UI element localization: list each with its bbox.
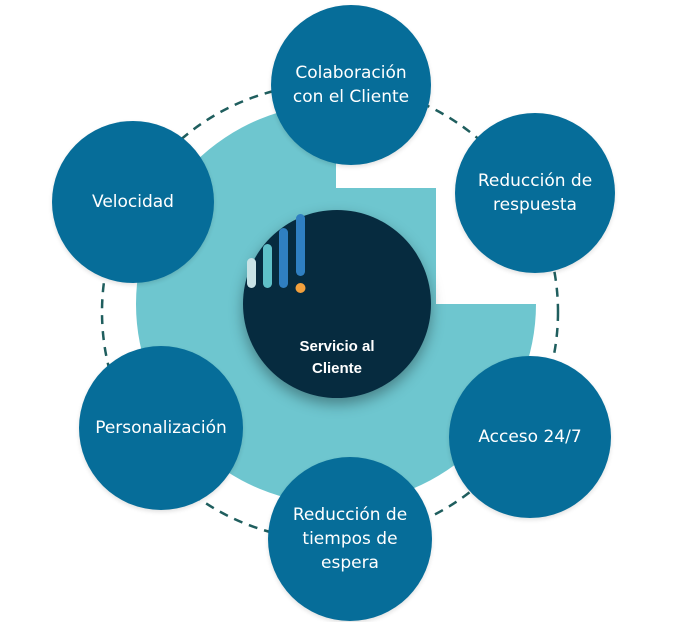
node-label: Reducción de respuesta — [477, 171, 593, 215]
center-hub: Servicio al Cliente — [243, 210, 431, 398]
center-title: Servicio al Cliente — [299, 338, 375, 377]
node-personalizacion: Personalización — [79, 346, 243, 510]
node-reduccion-respuesta: Reducción de respuesta — [455, 113, 615, 273]
node-label: Acceso 24/7 — [478, 427, 582, 447]
node-velocidad: Velocidad — [52, 121, 214, 283]
node-label: Colaboración con el Cliente — [292, 63, 410, 107]
node-label: Personalización — [95, 418, 227, 438]
node-acceso: Acceso 24/7 — [449, 356, 611, 518]
bar-chart-exclamation-icon — [247, 214, 306, 293]
node-colaboracion: Colaboración con el Cliente — [271, 5, 431, 165]
node-label: Velocidad — [92, 192, 174, 212]
node-reduccion-tiempos: Reducción de tiempos de espera — [268, 457, 432, 621]
node-label: Reducción de tiempos de espera — [292, 505, 408, 573]
